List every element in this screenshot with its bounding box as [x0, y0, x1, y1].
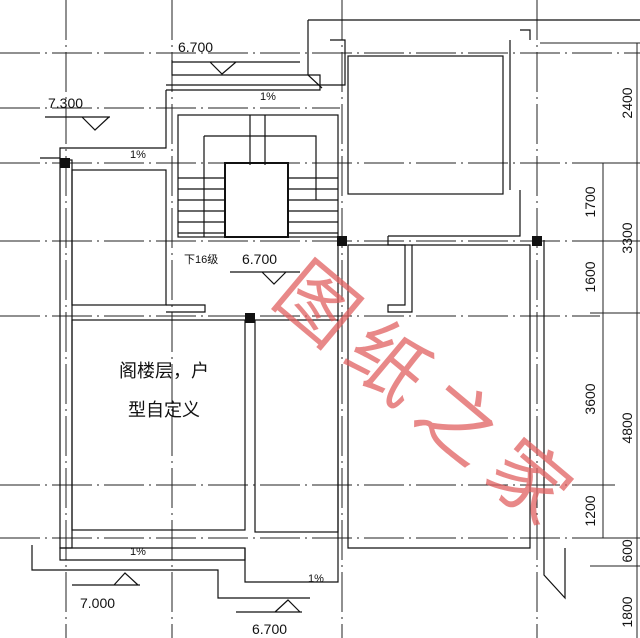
slope-label: 1% [130, 546, 146, 558]
slope-label: 1% [260, 91, 276, 103]
dim-1700: 1700 [582, 186, 598, 217]
room-label-line2: 型自定义 [128, 400, 200, 420]
columns [60, 158, 542, 323]
elevation-left-top: 7.300 [48, 95, 83, 111]
stair-note: 下16级 [184, 253, 218, 266]
elevation-bottom-left: 7.000 [80, 595, 115, 611]
elevation-bottom-mid: 6.700 [252, 621, 287, 637]
elevation-stair: 6.700 [242, 251, 277, 267]
elevation-top: 6.700 [178, 39, 213, 55]
elevation-markers [45, 61, 302, 613]
room-label-line1: 阁楼层，户 [119, 361, 209, 381]
slope-label: 1% [130, 149, 146, 161]
dim-4800: 4800 [619, 412, 635, 443]
dim-1800: 1800 [619, 596, 635, 627]
dim-600: 600 [619, 539, 635, 563]
walls [31, 19, 640, 600]
watermark: 图纸之家 [258, 246, 598, 551]
slope-label: 1% [308, 573, 324, 585]
dim-1600: 1600 [582, 261, 598, 292]
dim-3300: 3300 [619, 222, 635, 253]
dim-3600: 3600 [582, 383, 598, 414]
staircase [177, 114, 339, 238]
dim-1200: 1200 [582, 495, 598, 526]
dimension-lines [540, 42, 640, 638]
dim-2400: 2400 [619, 87, 635, 118]
